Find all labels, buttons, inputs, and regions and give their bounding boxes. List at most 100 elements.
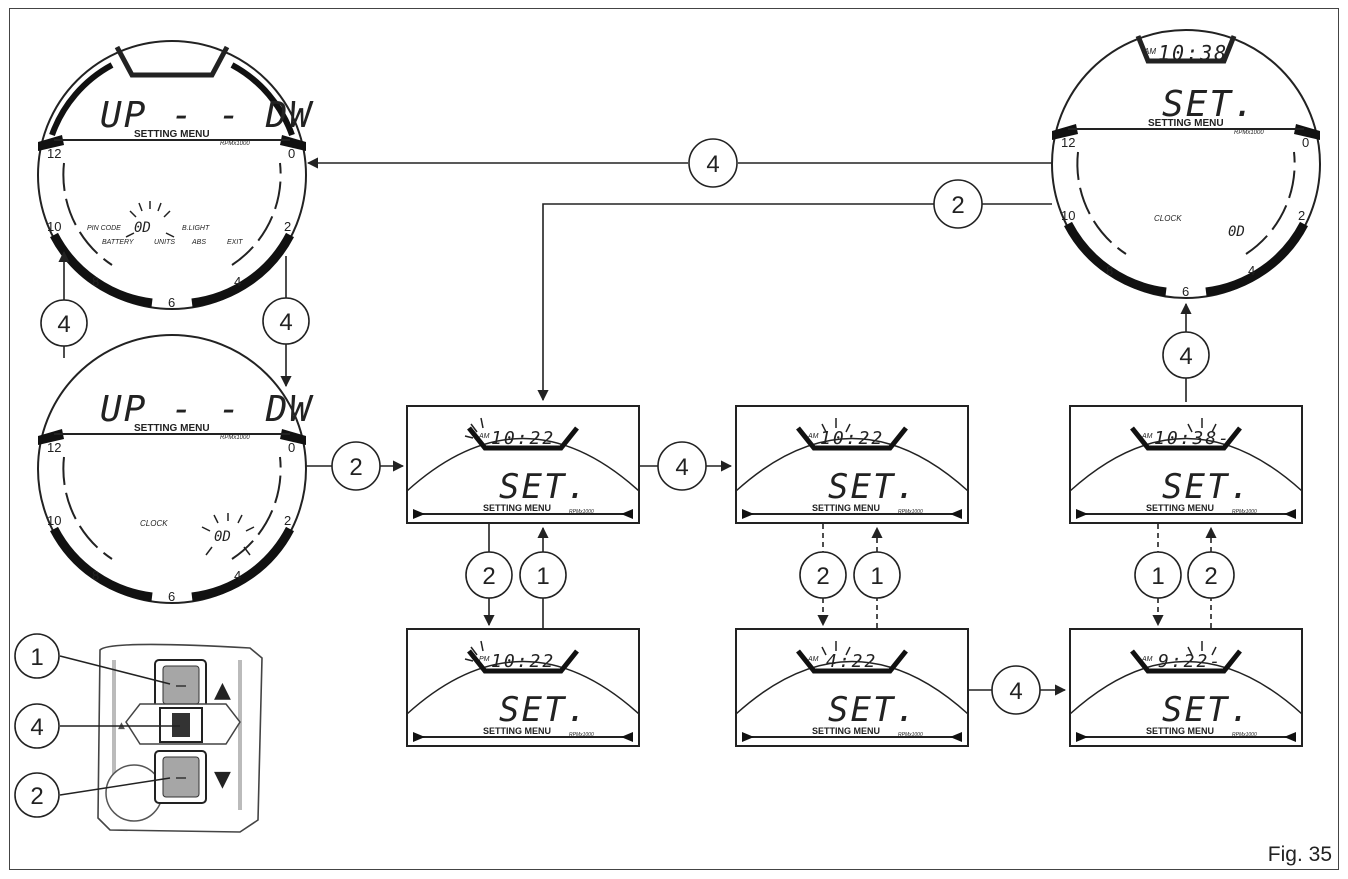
ampm-label: AM: [1141, 656, 1153, 663]
menu-label: SETTING MENU: [134, 423, 210, 434]
blink-rays-icon: [1187, 641, 1217, 656]
option-backlight: B.LIGHT: [182, 225, 210, 232]
tick-0: 0: [288, 440, 295, 455]
callout-minute-up-2: 2: [1187, 551, 1235, 599]
tick-2: 2: [284, 219, 291, 234]
menu-label: SETTING MENU: [483, 726, 551, 736]
mode-text: SET.: [828, 690, 918, 730]
tick-4: 4: [234, 274, 241, 289]
rpm-label: RPMx1000: [1232, 509, 1257, 515]
blink-rays-icon: [1187, 418, 1217, 433]
callout-hour-up-1: 1: [853, 551, 901, 599]
up-arrow-icon: ▲: [214, 678, 231, 703]
blink-rays-icon: [464, 417, 484, 439]
svg-text:4: 4: [30, 714, 43, 741]
menu-label: SETTING MENU: [1146, 503, 1214, 513]
mode-text: SET.: [1162, 690, 1252, 730]
odometer-icon: 0D: [134, 220, 151, 236]
ampm-label: AM: [807, 433, 819, 440]
svg-text:2: 2: [816, 563, 829, 590]
svg-text:4: 4: [279, 309, 292, 336]
menu-label: SETTING MENU: [483, 503, 551, 513]
mode-button[interactable]: [125, 703, 241, 745]
svg-text:4: 4: [1009, 678, 1022, 705]
tick-6: 6: [168, 295, 175, 310]
callout-top-4: 4: [688, 138, 738, 188]
tick-10: 10: [47, 513, 61, 528]
tick-12: 12: [47, 146, 61, 161]
callout-minute-down-1: 1: [1134, 551, 1182, 599]
callout-hour-down-2: 2: [799, 551, 847, 599]
mode-text: UP - - DW: [100, 389, 314, 430]
clock-time: 10:22: [491, 428, 555, 449]
tick-0: 0: [1302, 135, 1309, 150]
screen-minute-set: AM 10:38- SET. SETTING MENU RPMx1000: [1069, 405, 1303, 524]
mode-text: SET.: [499, 690, 589, 730]
connectors: [58, 157, 1217, 696]
rpm-label: RPMx1000: [898, 732, 923, 738]
odometer-icon: 0D: [214, 529, 231, 545]
ampm-label: AM: [1143, 47, 1156, 56]
mode-text: SET.: [1162, 84, 1257, 125]
callout-ampm-down-2: 2: [465, 551, 513, 599]
ampm-label: PM: [479, 656, 490, 663]
svg-text:2: 2: [349, 454, 362, 481]
menu-label: SETTING MENU: [812, 503, 880, 513]
down-button[interactable]: [154, 750, 207, 804]
menu-label: SETTING MENU: [1146, 726, 1214, 736]
clock-time: 10:38-: [1154, 428, 1231, 449]
svg-text:1: 1: [1151, 563, 1164, 590]
callout-top-2: 2: [933, 179, 983, 229]
tick-8: 8: [92, 568, 99, 583]
blink-rays-icon: [821, 418, 851, 433]
up-button[interactable]: [154, 659, 207, 712]
figure-frame: [9, 8, 1339, 870]
blink-rays-icon: [821, 641, 851, 656]
clock-time: 10:22: [491, 651, 555, 672]
option-pin-code: PIN CODE: [87, 225, 121, 232]
tick-12: 12: [47, 440, 61, 455]
callout-to-am-2: 2: [331, 441, 381, 491]
option-exit: EXIT: [227, 239, 243, 246]
menu-label: SETTING MENU: [1148, 118, 1224, 129]
tick-10: 10: [1061, 208, 1075, 223]
svg-text:2: 2: [1204, 563, 1217, 590]
clock-time: 4:22: [826, 651, 877, 672]
mode-text: UP - - DW: [100, 95, 314, 136]
option-battery: BATTERY: [102, 239, 135, 246]
rpm-label: RPMx1000: [220, 435, 250, 441]
callout-to-hour-4: 4: [657, 441, 707, 491]
screen-hour-set: AM 10:22 SET. SETTING MENU RPMx1000: [735, 405, 969, 524]
svg-text:2: 2: [951, 192, 964, 219]
ampm-label: AM: [1141, 433, 1153, 440]
ampm-label: AM: [807, 656, 819, 663]
mode-text: SET.: [1162, 467, 1252, 507]
ampm-label: AM: [478, 433, 490, 440]
callout-left-4: 4: [40, 299, 88, 347]
rpm-label: RPMx1000: [220, 141, 250, 147]
svg-text:4: 4: [706, 151, 719, 178]
tick-10: 10: [47, 219, 61, 234]
screen-minute-changed: AM 9:22- SET. SETTING MENU RPMx1000: [1069, 628, 1303, 747]
tick-0: 0: [288, 146, 295, 161]
tick-8: 8: [1106, 263, 1113, 278]
handlebar-switch: ▲ ▲ ▼ 1 4 2: [14, 633, 263, 833]
tick-6: 6: [1182, 284, 1189, 299]
tick-2: 2: [1298, 208, 1305, 223]
screen-ampm-pm: PM 10:22 SET. SETTING MENU RPMx1000: [406, 628, 640, 747]
rpm-label: RPMx1000: [569, 732, 594, 738]
clock-time: 10:38: [1158, 41, 1228, 65]
tick-8: 8: [92, 274, 99, 289]
tick-4: 4: [234, 568, 241, 583]
tick-6: 6: [168, 589, 175, 604]
svg-text:2: 2: [482, 563, 495, 590]
svg-text:4: 4: [57, 311, 70, 338]
switch-callout-up: 1: [14, 633, 60, 679]
clock-time: 9:22-: [1158, 651, 1222, 672]
callout-to-minute-4: 4: [991, 665, 1041, 715]
switch-callout-mode: 4: [14, 703, 60, 749]
clock-time: 10:22: [820, 428, 884, 449]
tick-2: 2: [284, 513, 291, 528]
menu-label: SETTING MENU: [812, 726, 880, 736]
clock-label: CLOCK: [140, 519, 168, 528]
